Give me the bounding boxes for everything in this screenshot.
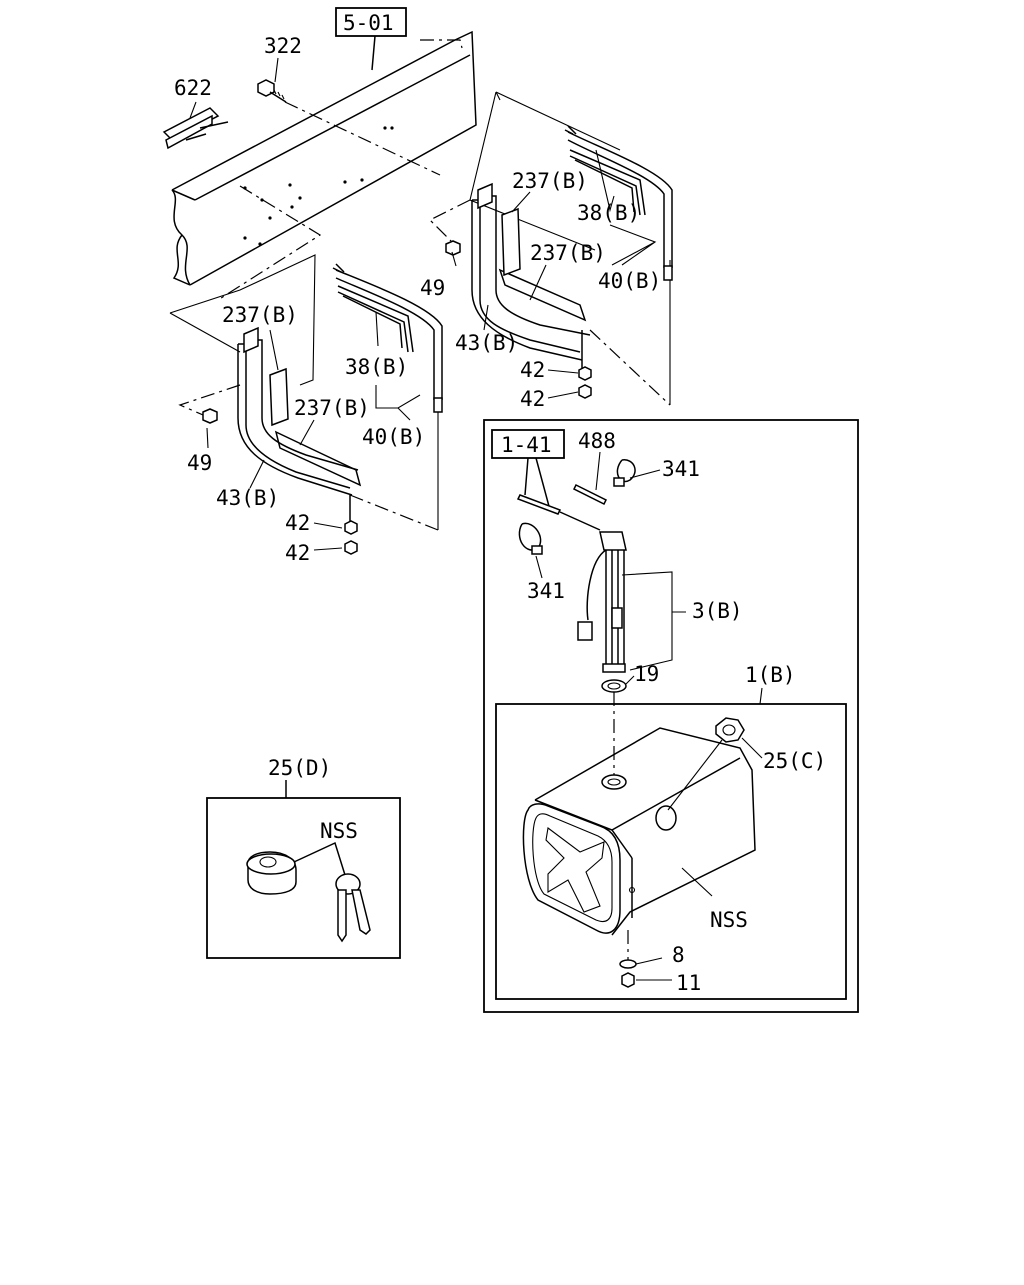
callout-488: 488 [578, 429, 616, 453]
callout-237b-lower-b: 237(B) [294, 396, 370, 420]
bolt-322 [257, 79, 287, 103]
callout-322: 322 [264, 34, 302, 58]
callout-49-lower: 49 [187, 451, 212, 475]
callout-49-upper: 49 [420, 276, 445, 300]
callout-25c: 25(C) [763, 749, 826, 773]
fuel-tank-box: 1-41 [483, 419, 859, 1013]
callout-40b-upper: 40(B) [598, 269, 661, 293]
callout-leaders [189, 57, 763, 981]
callout-341-lower: 341 [527, 579, 565, 603]
callout-11: 11 [676, 971, 701, 995]
plate-622 [162, 107, 229, 150]
callout-38b-lower: 38(B) [345, 355, 408, 379]
callout-622: 622 [174, 76, 212, 100]
section-ref-box-5-01: 5-01 [335, 7, 407, 71]
callout-25d: 25(D) [268, 756, 331, 780]
frame-rail [171, 30, 477, 301]
callout-40b-lower: 40(B) [362, 425, 425, 449]
sub-ref-label: 1-41 [501, 433, 552, 457]
callout-42-lower-b: 42 [285, 541, 310, 565]
callout-42-upper-a: 42 [520, 358, 545, 382]
callout-3b: 3(B) [692, 599, 743, 623]
callout-nss-tank: NSS [710, 908, 748, 932]
cap-keys-box [206, 780, 401, 959]
callout-42-lower-a: 42 [285, 511, 310, 535]
callout-43b-upper: 43(B) [455, 331, 518, 355]
callout-237b-upper-a: 237(B) [512, 169, 588, 193]
callout-42-upper-b: 42 [520, 387, 545, 411]
section-ref-label: 5-01 [343, 11, 394, 35]
callout-1b: 1(B) [745, 663, 796, 687]
callout-43b-lower: 43(B) [216, 486, 279, 510]
callout-38b-upper: 38(B) [577, 201, 640, 225]
callout-237b-upper-b: 237(B) [530, 241, 606, 265]
callout-8: 8 [672, 943, 685, 967]
callout-19: 19 [634, 662, 659, 686]
callout-341-upper: 341 [662, 457, 700, 481]
callout-nss-cap: NSS [320, 819, 358, 843]
callout-237b-lower-a: 237(B) [222, 303, 298, 327]
lower-bracket-assembly [169, 254, 443, 555]
